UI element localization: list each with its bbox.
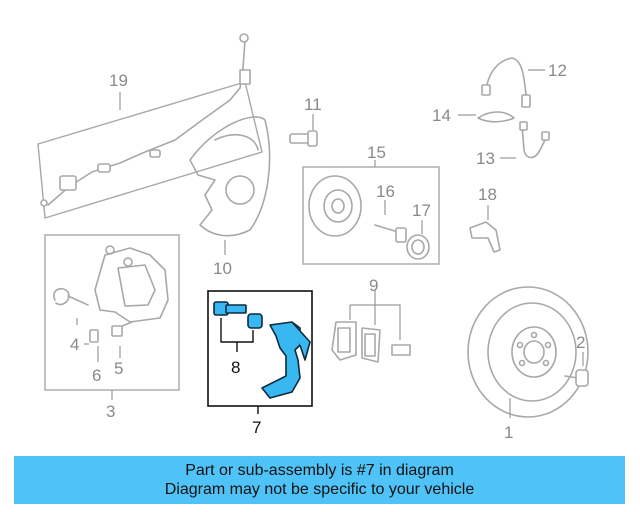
- callout-1: 1: [504, 423, 513, 442]
- abs-sensor-wire-group: 19: [37, 33, 263, 219]
- callout-17: 17: [412, 201, 431, 220]
- brake-rotor-group: 1: [467, 286, 589, 442]
- callout-10: 10: [213, 259, 232, 278]
- guide-pin-bushing-highlight: [247, 313, 263, 329]
- caliper-bracket-highlight: [261, 321, 311, 399]
- callout-15: 15: [367, 143, 386, 162]
- callout-18: 18: [478, 185, 497, 204]
- parts-diagram: 19 10 11 15 16 17 12: [37, 33, 589, 442]
- caliper-bolt-highlight: [213, 301, 247, 316]
- callout-14: 14: [432, 106, 451, 125]
- brake-pads-group: 9: [331, 276, 411, 363]
- callout-4: 4: [70, 335, 79, 354]
- banner-line-2: Diagram may not be specific to your vehi…: [164, 481, 475, 498]
- wheel-bolt-group: 2: [564, 333, 589, 387]
- callout-13: 13: [476, 149, 495, 168]
- info-banner: Part or sub-assembly is #7 in diagram Di…: [14, 456, 625, 504]
- callout-8: 8: [231, 358, 240, 377]
- callout-19: 19: [109, 71, 128, 90]
- callout-9: 9: [369, 276, 378, 295]
- caliper-group: 4 5 6 3: [44, 234, 180, 421]
- callout-5: 5: [114, 359, 123, 378]
- callout-12: 12: [548, 61, 567, 80]
- callout-7: 7: [252, 418, 261, 437]
- callout-2: 2: [576, 333, 585, 352]
- banner-line-1: Part or sub-assembly is #7 in diagram: [185, 462, 454, 479]
- bolt-11-group: 11: [289, 95, 322, 147]
- callout-3: 3: [106, 402, 115, 421]
- caliper-bracket-group: 8 7: [207, 290, 313, 437]
- splash-shield-group: 10: [189, 116, 271, 278]
- callout-6: 6: [92, 366, 101, 385]
- callout-16: 16: [376, 182, 395, 201]
- bracket-18-group: 18: [469, 185, 501, 253]
- hub-group: 15 16 17: [302, 143, 440, 265]
- brake-hose-group: 12 14 13: [432, 57, 567, 168]
- callout-11: 11: [304, 95, 322, 114]
